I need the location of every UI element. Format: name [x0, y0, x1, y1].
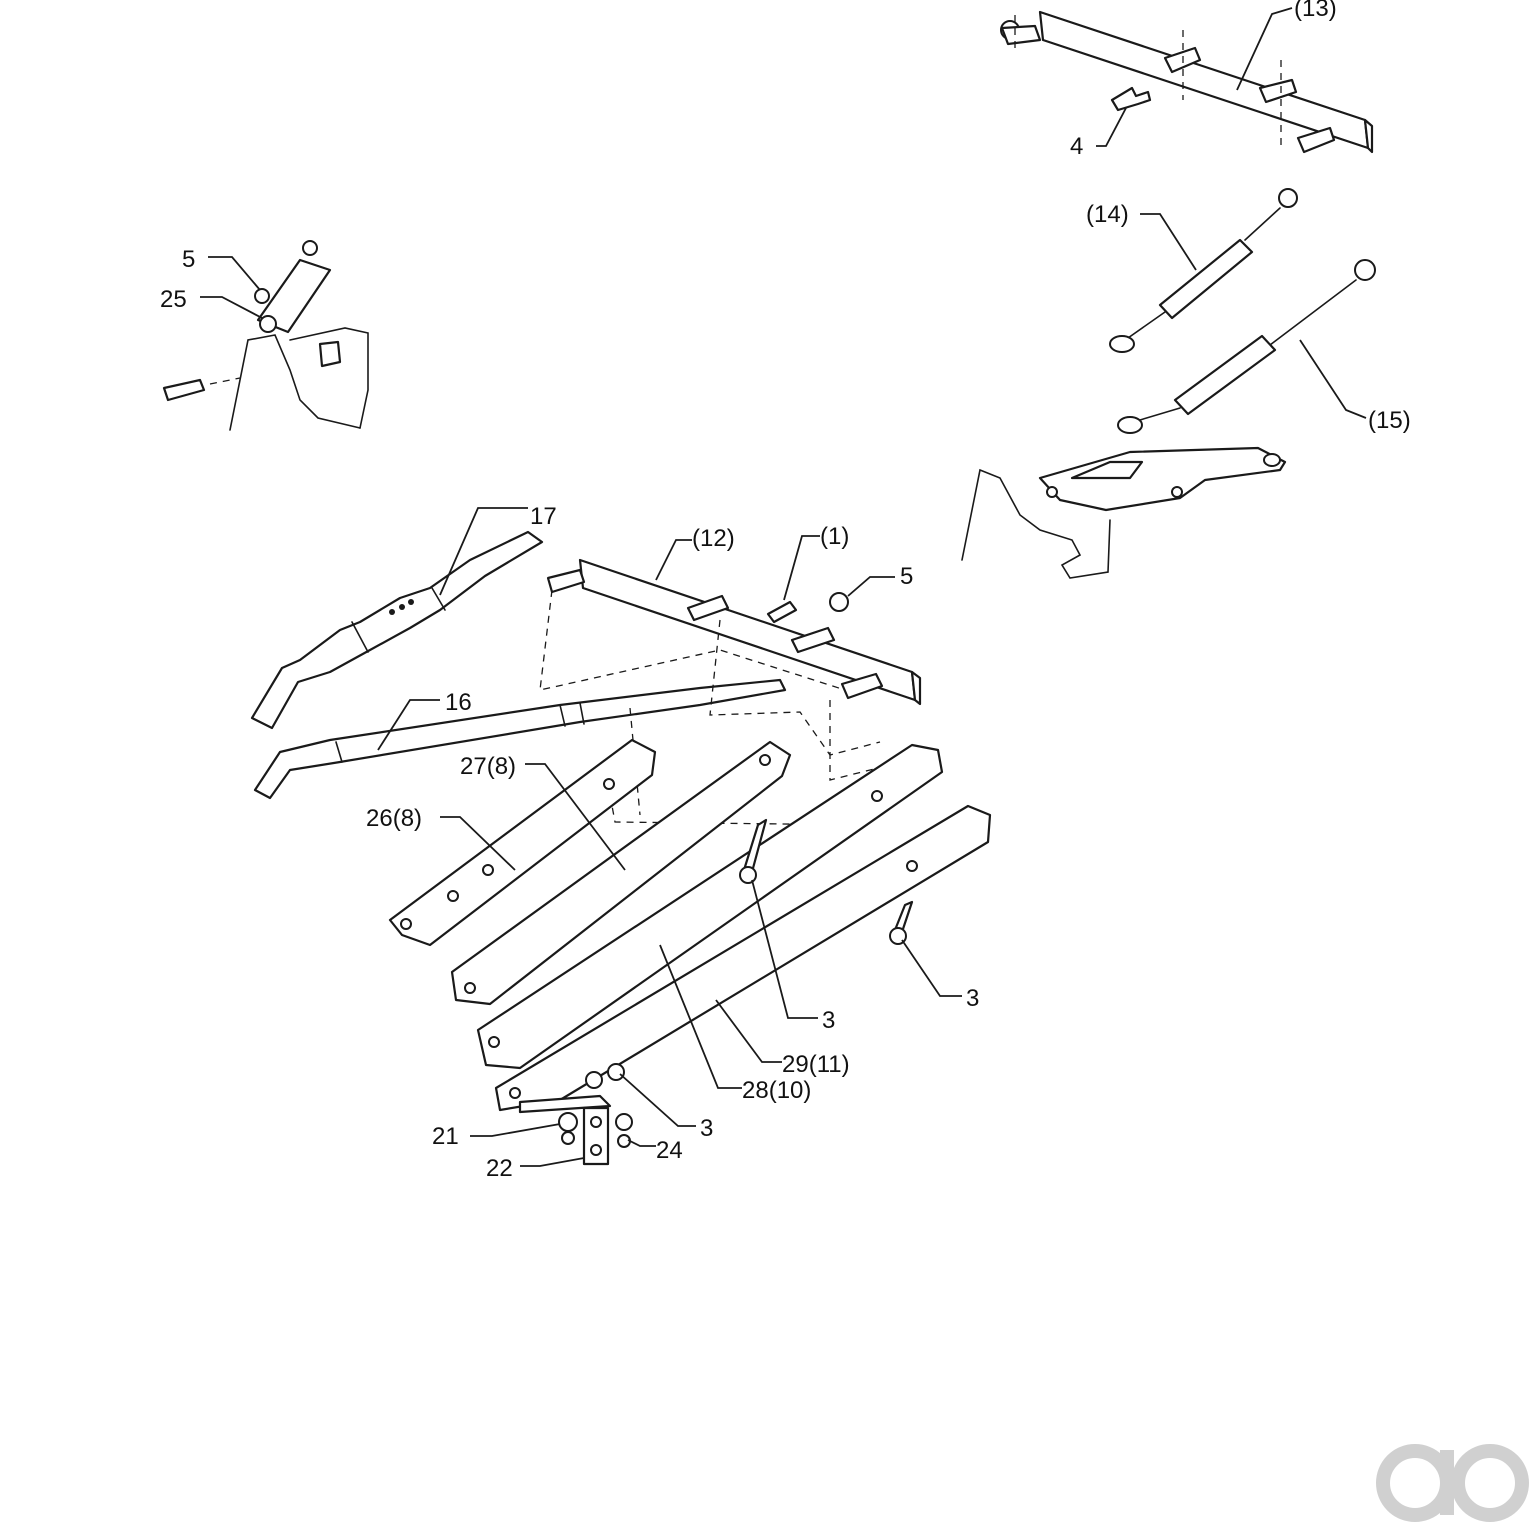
part-12-bracket [546, 558, 922, 706]
callout-1: (1) [820, 523, 849, 550]
callout-25: 25 [160, 286, 187, 313]
detail-left-bracket [162, 240, 369, 431]
part-4-bolt [1110, 86, 1152, 112]
part-17-adjustable-link [250, 530, 544, 730]
small-hardware [518, 1063, 633, 1166]
callout-29: 29(11) [782, 1051, 850, 1078]
callout-24: 24 [656, 1137, 683, 1164]
part-1-bolt [766, 600, 798, 624]
callout-27: 27(8) [460, 753, 516, 780]
callout-5: 5 [900, 563, 913, 590]
part-14-turnbuckle [1109, 188, 1298, 353]
part-5-nut [829, 592, 849, 612]
callout-12: (12) [692, 525, 735, 552]
logo-watermark [1376, 1444, 1529, 1522]
callout-13: (13) [1294, 0, 1337, 22]
callout-16: 16 [445, 689, 472, 716]
callout-3-center: 3 [822, 1007, 835, 1034]
callout-26: 26(8) [366, 805, 422, 832]
callout-22: 22 [486, 1155, 513, 1182]
callout-15: (15) [1368, 407, 1411, 434]
part-28-tine [476, 743, 944, 1070]
part-29-tine [494, 804, 992, 1112]
callout-3-right: 3 [966, 985, 979, 1012]
callout-4: 4 [1070, 133, 1083, 160]
part-13-bracket [1000, 10, 1374, 154]
callout-17: 17 [530, 503, 557, 530]
callout-21: 21 [432, 1123, 459, 1150]
callout-3-bottom: 3 [700, 1115, 713, 1142]
part-26-tine [388, 738, 657, 947]
callout-labels: (13) 4 (14) (15) 5 25 17 (12) (1) 5 16 2… [160, 0, 1411, 1182]
hitch-arm-frame [961, 446, 1287, 579]
part-15-turnbuckle [1117, 259, 1376, 434]
part-27-tine [450, 740, 792, 1006]
callout-14: (14) [1086, 201, 1129, 228]
part-16-link [253, 678, 787, 800]
leader-lines [200, 7, 1367, 1167]
callout-28: 28(10) [742, 1077, 811, 1104]
callout-5-detail: 5 [182, 246, 195, 273]
